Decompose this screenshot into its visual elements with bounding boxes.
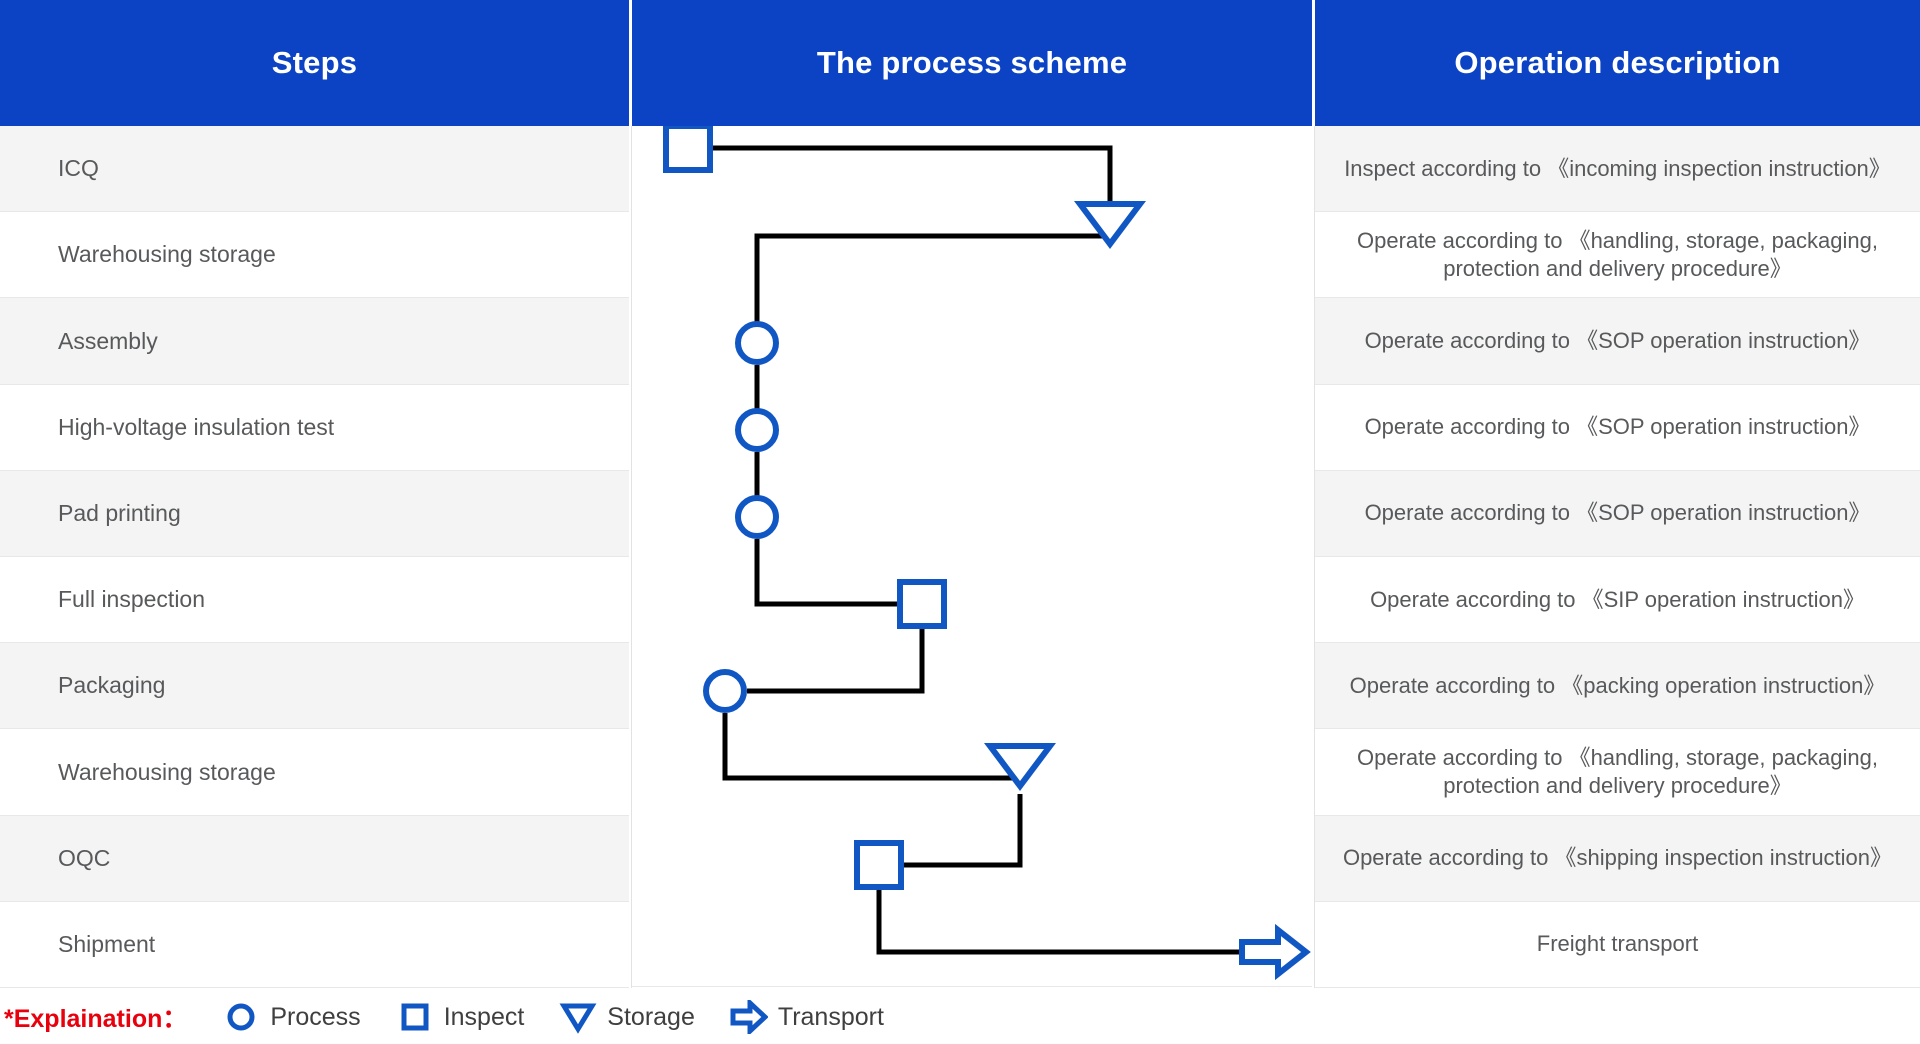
process-circle-icon: [735, 321, 779, 365]
steps-row: Warehousing storage: [0, 212, 629, 299]
connector-oqc-to-shipment: [876, 887, 1272, 955]
block-arrow-right-icon: [730, 1000, 768, 1034]
process-circle-icon: [735, 495, 779, 539]
legend-item-label: Storage: [607, 1002, 695, 1031]
legend-item-label: Transport: [777, 1002, 884, 1031]
description-text: Inspect according to 《incoming inspectio…: [1344, 155, 1891, 181]
steps-row: OQC: [0, 815, 629, 902]
description-row: Operate according to 《handling, storage,…: [1315, 212, 1920, 299]
description-row: Operate according to 《packing operation …: [1315, 643, 1920, 730]
step-label: Full inspection: [58, 586, 206, 613]
legend-item: Process: [221, 1000, 361, 1034]
step-label: Assembly: [58, 327, 158, 354]
transport-arrow-icon: [1239, 923, 1311, 981]
step-label: High-voltage insulation test: [58, 413, 335, 440]
legend-item: Storage: [558, 1000, 695, 1034]
storage-triangle-icon: [1074, 201, 1146, 249]
legend-items: Process Inspect Storage Transport: [187, 1000, 884, 1034]
block-arrow-right-icon-wrapper: [729, 1000, 769, 1034]
process-circle-icon: [703, 669, 747, 713]
header-cell-steps: Steps: [0, 0, 629, 126]
connector-warehousing-to-oqc: [901, 794, 1023, 868]
legend-title: *Explaination：: [4, 1005, 188, 1033]
step-label: Packaging: [58, 672, 166, 699]
scheme-bottom-border: [632, 986, 1312, 987]
steps-row: Warehousing storage: [0, 729, 629, 816]
square-outline-icon-wrapper: [395, 1000, 435, 1034]
description-text: Operate according to 《handling, storage,…: [1357, 227, 1878, 281]
connector-full-inspection-to-packaging: [747, 626, 925, 694]
description-row: Operate according to 《SOP operation inst…: [1315, 470, 1920, 557]
description-row: Operate according to 《handling, storage,…: [1315, 729, 1920, 816]
steps-row: Pad printing: [0, 470, 629, 557]
step-label: Warehousing storage: [58, 241, 276, 268]
column-divider-left: [629, 126, 632, 988]
operation-description-column: Inspect according to 《incoming inspectio…: [1315, 126, 1920, 988]
legend-item-label: Inspect: [443, 1002, 525, 1031]
description-row: Operate according to 《shipping inspectio…: [1315, 815, 1920, 902]
header-cell-process-scheme: The process scheme: [632, 0, 1312, 126]
step-label: Shipment: [58, 931, 156, 958]
column-divider-line-right: [1314, 126, 1315, 988]
connector-pad-printing-to-full-inspection: [754, 539, 900, 607]
process-circle-icon: [735, 408, 779, 452]
circle-outline-icon-wrapper: [221, 1000, 261, 1034]
connector-icq-to-storage: [710, 145, 1113, 220]
step-label: ICQ: [58, 155, 99, 182]
inspect-square-icon: [854, 840, 904, 890]
triangle-down-outline-icon-wrapper: [558, 1000, 598, 1034]
legend-item: Transport: [729, 1000, 884, 1034]
flow-nodes: [663, 126, 1311, 981]
steps-row: Assembly: [0, 298, 629, 385]
header-label-steps: Steps: [271, 45, 358, 80]
triangle-down-outline-icon: [559, 1003, 597, 1034]
connector-storage-to-assembly: [754, 233, 1110, 343]
circle-outline-icon: [227, 1003, 255, 1031]
legend-bar: *Explaination： Process Inspect Storage Tran…: [0, 990, 1920, 1044]
inspect-square-icon: [663, 126, 713, 173]
steps-row: Full inspection: [0, 557, 629, 644]
description-text: Operate according to 《SIP operation inst…: [1370, 586, 1865, 612]
description-text: Freight transport: [1536, 931, 1699, 957]
legend-item-label: Process: [270, 1002, 361, 1031]
steps-row: High-voltage insulation test: [0, 384, 629, 471]
description-row: Operate according to 《SOP operation inst…: [1315, 298, 1920, 385]
connector-packaging-to-warehousing: [722, 713, 1020, 781]
step-label: Pad printing: [58, 500, 181, 527]
description-row: Inspect according to 《incoming inspectio…: [1315, 126, 1920, 213]
description-row: Operate according to 《SIP operation inst…: [1315, 557, 1920, 644]
storage-triangle-icon: [984, 743, 1056, 791]
header-label-operation-description: Operation description: [1454, 45, 1781, 80]
steps-row: Packaging: [0, 643, 629, 730]
description-row: Operate according to 《SOP operation inst…: [1315, 384, 1920, 471]
process-flow-diagram: [663, 126, 1311, 981]
process-scheme-column: [632, 126, 1312, 988]
header-cell-operation-description: Operation description: [1315, 0, 1920, 126]
description-text: Operate according to 《SOP operation inst…: [1364, 414, 1871, 440]
description-text: Operate according to 《packing operation …: [1349, 672, 1886, 698]
flow-connectors: [710, 145, 1272, 955]
description-row: Freight transport: [1315, 901, 1920, 988]
step-label: OQC: [58, 844, 111, 871]
column-divider-line-left: [631, 126, 632, 988]
step-label: Warehousing storage: [58, 758, 276, 785]
column-divider-right: [1312, 126, 1315, 988]
legend-item: Inspect: [395, 1000, 525, 1034]
square-outline-icon: [401, 1003, 429, 1031]
header-label-process-scheme: The process scheme: [816, 45, 1128, 80]
steps-row: ICQ: [0, 126, 629, 213]
description-text: Operate according to 《handling, storage,…: [1357, 744, 1878, 798]
description-text: Operate according to 《SOP operation inst…: [1364, 327, 1871, 353]
description-text: Operate according to 《SOP operation inst…: [1364, 500, 1871, 526]
table-header: Steps The process scheme Operation descr…: [0, 0, 1920, 126]
inspect-square-icon: [897, 579, 947, 629]
description-text: Operate according to 《shipping inspectio…: [1342, 845, 1893, 871]
steps-row: Shipment: [0, 901, 629, 988]
